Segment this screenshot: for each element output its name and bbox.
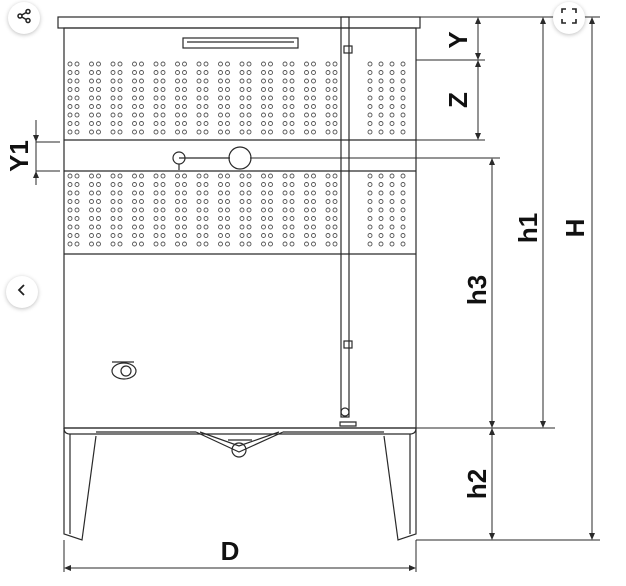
tank-lid	[57, 16, 421, 29]
top-hatch	[182, 37, 299, 49]
dim-label-y: Y	[443, 31, 473, 48]
cooling-jacket-holes	[67, 61, 406, 247]
share-icon	[16, 8, 32, 29]
dim-label-y1: Y1	[4, 140, 34, 172]
right-leg	[383, 428, 417, 541]
chevron-left-icon	[16, 283, 28, 301]
dim-label-h3: h3	[462, 275, 492, 305]
fullscreen-button[interactable]	[553, 2, 585, 34]
share-button[interactable]	[8, 2, 40, 34]
bottom-drain-valve	[228, 439, 252, 458]
sample-valve	[172, 151, 230, 170]
previous-image-button[interactable]	[6, 276, 38, 308]
side-manhole	[228, 146, 252, 170]
side-tap-valve	[111, 361, 137, 380]
fullscreen-icon	[561, 7, 577, 29]
dim-label-h2: h2	[462, 469, 492, 499]
dim-label-big-h: H	[560, 219, 590, 238]
cone-bottom	[96, 431, 384, 453]
dim-label-z: Z	[443, 92, 473, 108]
level-gauge-tube	[340, 16, 350, 418]
dim-label-d: D	[221, 536, 240, 566]
dim-label-h1: h1	[513, 213, 543, 243]
left-leg	[63, 428, 97, 541]
